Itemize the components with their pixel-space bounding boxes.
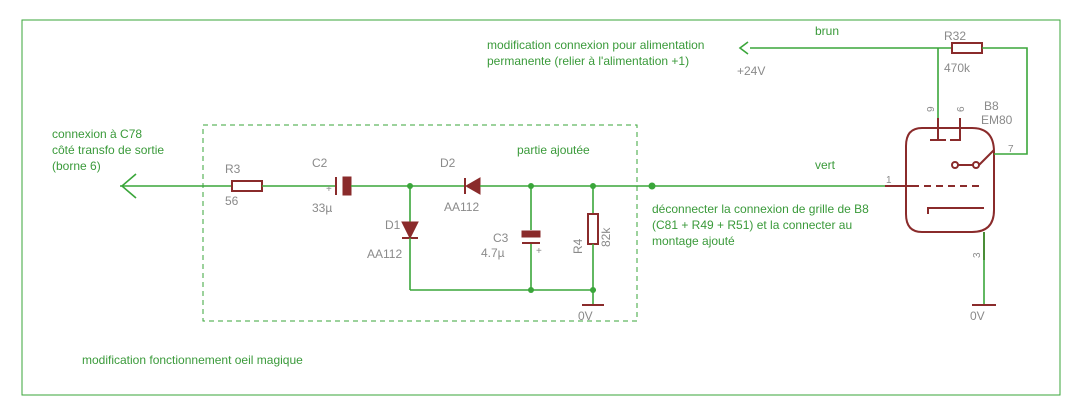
capacitor-c3 bbox=[521, 230, 541, 244]
diode-d2 bbox=[464, 177, 481, 195]
capacitor-c2 bbox=[335, 176, 352, 196]
label-b8-value: EM80 bbox=[981, 113, 1013, 127]
note-mod-connection-2: permanente (relier à l'alimentation +1) bbox=[487, 54, 689, 68]
resistor-r32 bbox=[951, 42, 983, 54]
label-r4-value: 82k bbox=[599, 227, 613, 247]
note-deconnect-2: (C81 + R49 + R51) et la connecter au bbox=[652, 218, 852, 232]
label-r4-name: R4 bbox=[571, 238, 585, 254]
label-c3-value: 4.7µ bbox=[481, 246, 505, 260]
added-part-box bbox=[202, 124, 638, 322]
label-r3-name: R3 bbox=[225, 162, 241, 176]
label-c2-name: C2 bbox=[312, 156, 328, 170]
label-b8-name: B8 bbox=[984, 99, 999, 113]
label-c3-polarity: + bbox=[536, 246, 542, 257]
wire-r32-pin7 bbox=[982, 47, 1028, 155]
resistor-r3 bbox=[231, 180, 263, 192]
label-d1-name: D1 bbox=[385, 218, 401, 232]
label-d1-value: AA112 bbox=[367, 247, 402, 261]
pin-1-label: 1 bbox=[886, 175, 892, 186]
outer-frame bbox=[21, 19, 1061, 396]
label-r32-name: R32 bbox=[944, 29, 966, 43]
label-c2-value: 33µ bbox=[312, 201, 332, 215]
input-arrow bbox=[120, 173, 232, 199]
note-connexion-2: côté transfo de sortie bbox=[52, 143, 164, 157]
note-connexion-3: (borne 6) bbox=[52, 159, 101, 173]
label-r3-value: 56 bbox=[225, 194, 239, 208]
junction-dot bbox=[528, 287, 534, 293]
junction-dot bbox=[590, 183, 596, 189]
label-c2-polarity: + bbox=[326, 184, 332, 195]
pin-7-label: 7 bbox=[1008, 144, 1014, 155]
tube-em80 bbox=[905, 118, 995, 260]
footer-note: modification fonctionnement oeil magique bbox=[82, 353, 303, 367]
note-deconnect-3: montage ajouté bbox=[652, 234, 735, 248]
junction-dot bbox=[590, 287, 596, 293]
pin-3-label: 3 bbox=[972, 252, 983, 258]
junction-dot bbox=[648, 182, 656, 190]
pin-9-label: 9 bbox=[926, 106, 937, 112]
label-partie-ajoutee: partie ajoutée bbox=[517, 143, 590, 157]
note-deconnect-1: déconnecter la connexion de grille de B8 bbox=[652, 202, 869, 216]
supply-arrow bbox=[738, 41, 749, 55]
wire-label-brun: brun bbox=[815, 24, 839, 38]
note-mod-connection-1: modification connexion pour alimentation bbox=[487, 38, 704, 52]
label-d2-value: AA112 bbox=[444, 200, 479, 214]
note-connexion-1: connexion à C78 bbox=[52, 127, 142, 141]
label-c3-name: C3 bbox=[493, 231, 509, 245]
label-gnd2: 0V bbox=[970, 309, 985, 323]
diode-d1 bbox=[401, 221, 419, 240]
label-plus24v: +24V bbox=[737, 64, 765, 78]
label-d2-name: D2 bbox=[440, 156, 456, 170]
resistor-r4 bbox=[587, 213, 599, 245]
label-r32-value: 470k bbox=[944, 61, 971, 75]
junction-dot bbox=[528, 183, 534, 189]
wire-label-vert: vert bbox=[815, 158, 836, 172]
pin-6-label: 6 bbox=[956, 106, 967, 112]
label-gnd1: 0V bbox=[578, 309, 593, 323]
junction-dot bbox=[407, 183, 413, 189]
